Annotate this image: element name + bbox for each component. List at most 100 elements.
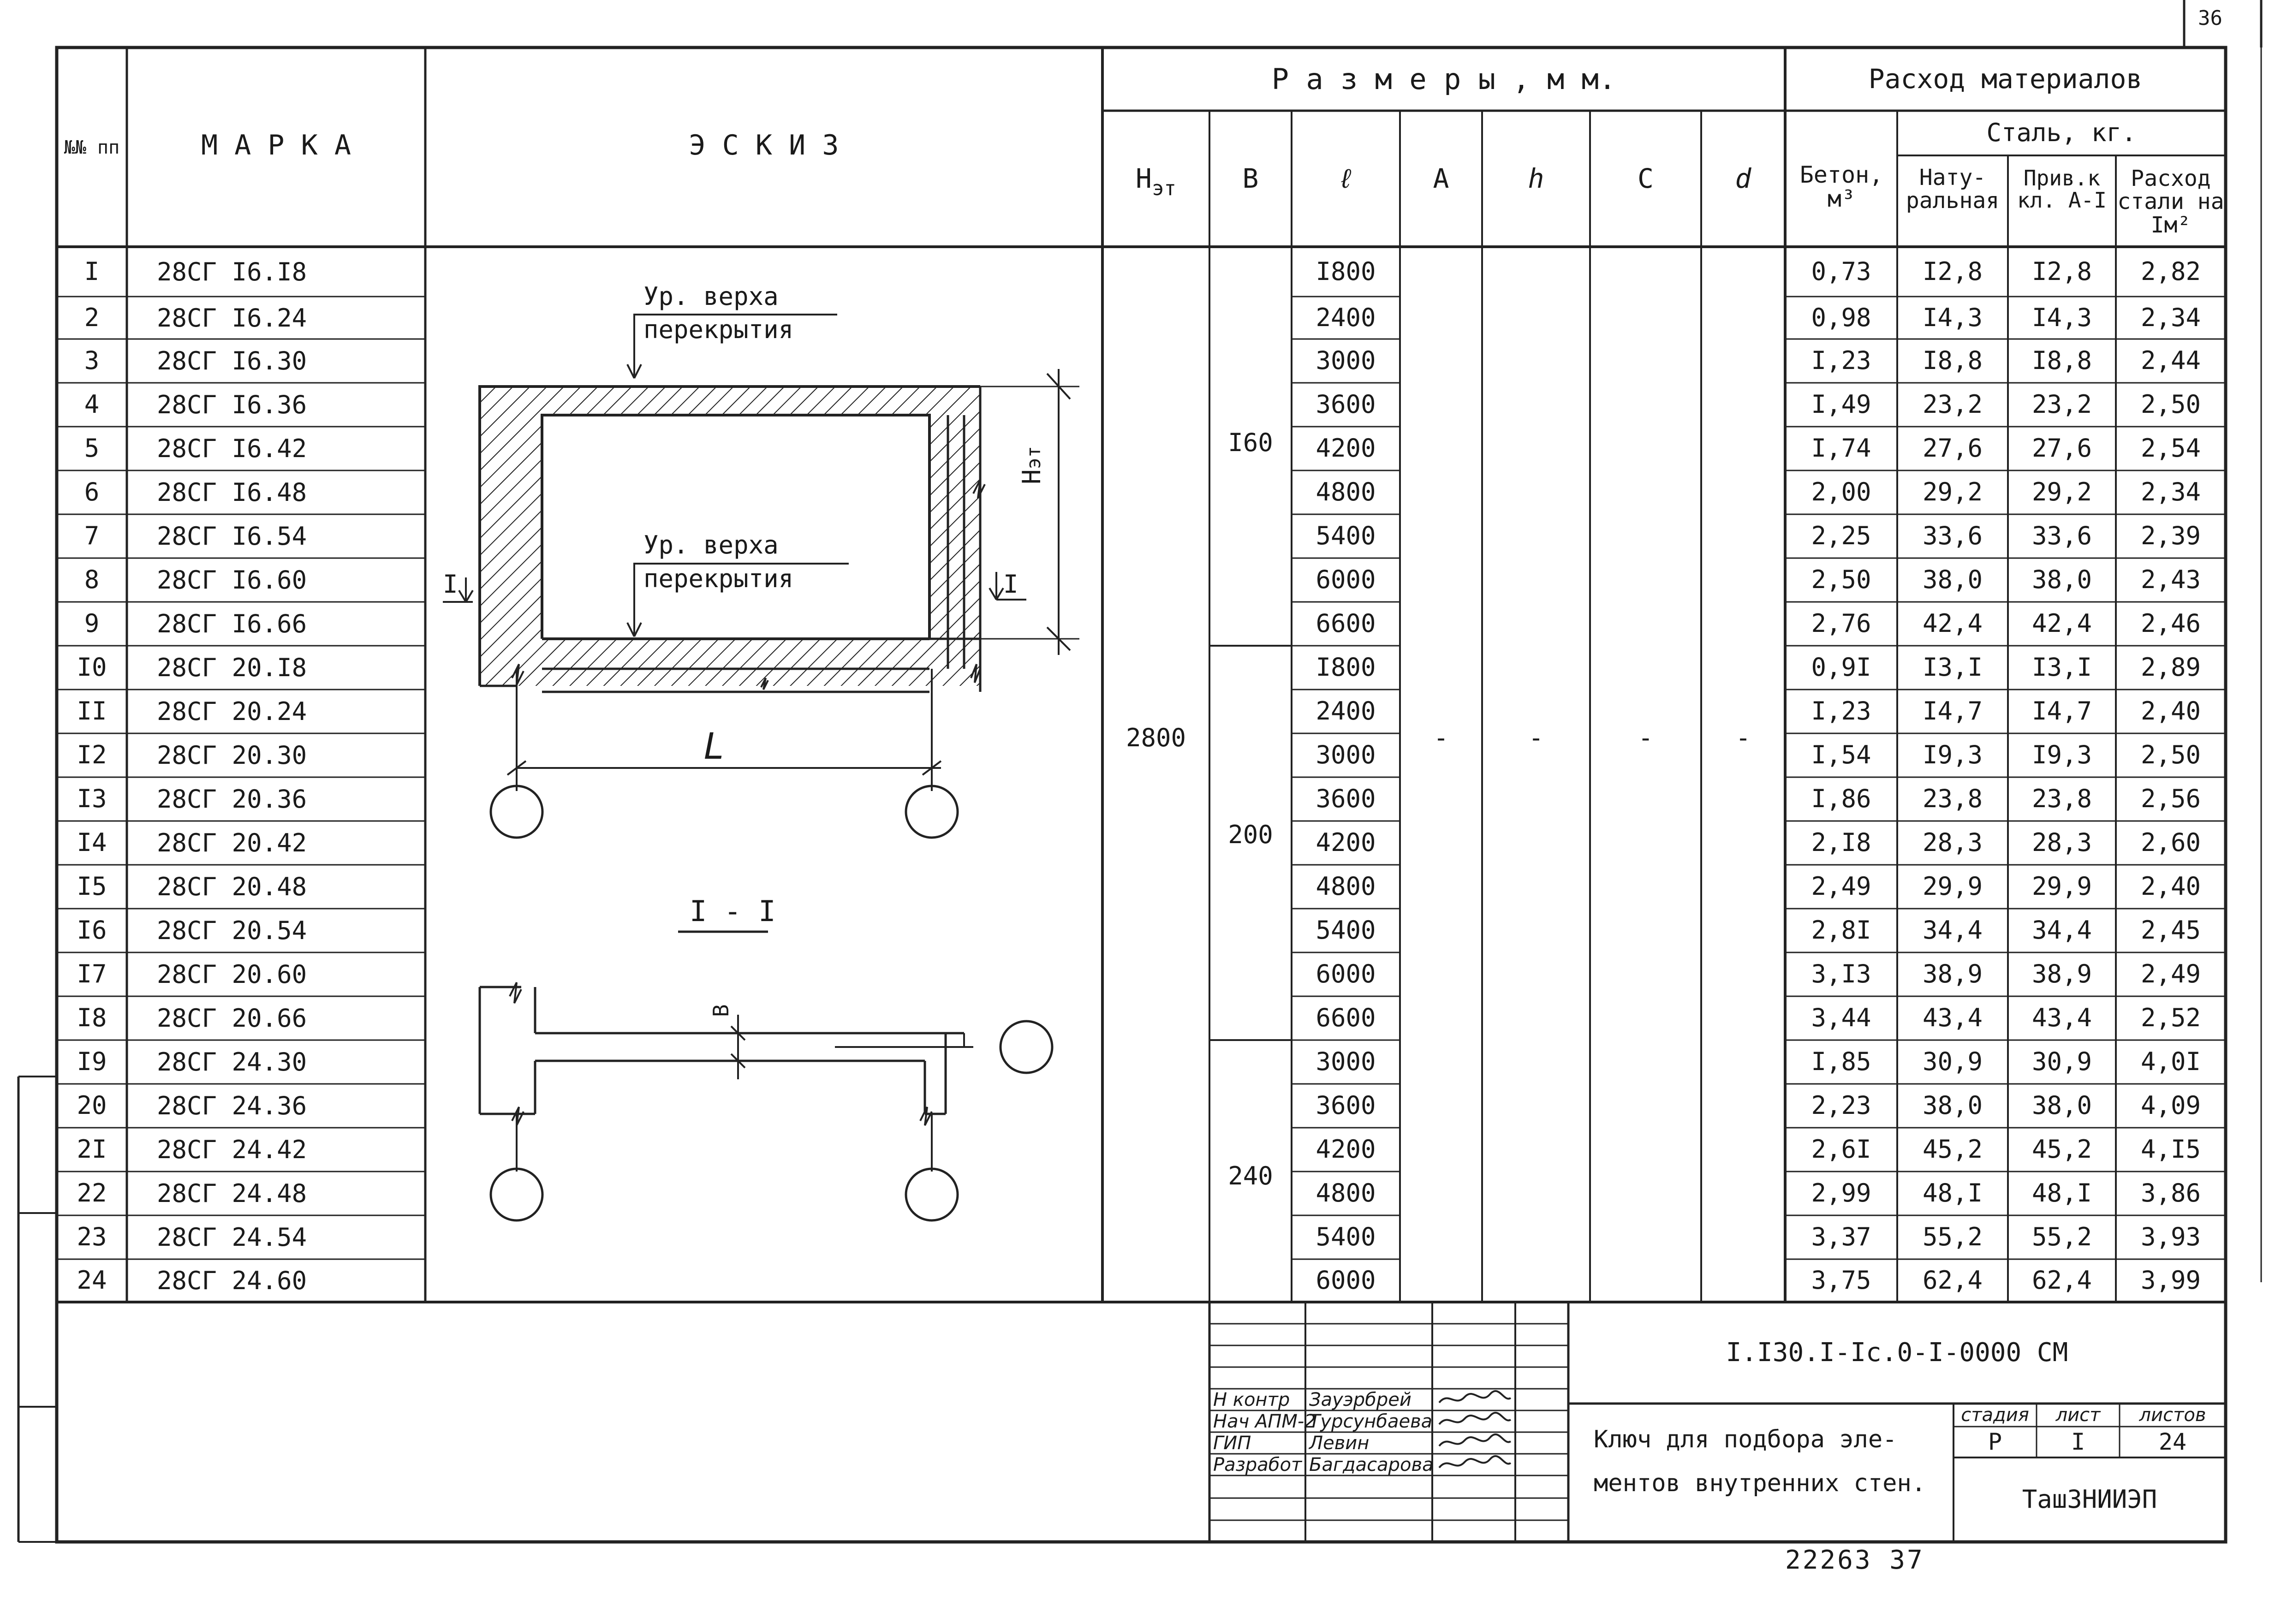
het-dimension-label: Нэт [1017, 446, 1046, 484]
sketch-label-top-2: перекрытия [643, 315, 794, 344]
row-num: II [77, 696, 107, 726]
row-l: 6000 [1316, 959, 1376, 989]
stage-value: Р [1988, 1428, 2002, 1456]
row-num: I8 [77, 1003, 107, 1033]
row-l: 4200 [1316, 1135, 1376, 1164]
row-marka: 28СГ 24.48 [157, 1179, 307, 1208]
row-reduced: 42,4 [2031, 609, 2092, 638]
row-natural: 38,9 [1922, 959, 1983, 989]
row-steel-m2: 3,93 [2140, 1222, 2201, 1252]
row-marka: 28СГ 20.60 [157, 960, 307, 989]
row-natural: 29,9 [1922, 872, 1983, 901]
row-l: 2400 [1316, 696, 1376, 726]
sketch-section [478, 930, 1054, 1222]
row-reduced: I3,I [2031, 653, 2092, 682]
row-natural: 23,2 [1922, 390, 1983, 419]
row-marka: 28СГ 20.36 [157, 785, 307, 814]
header-marka: М А Р К А [201, 129, 351, 161]
row-marka: 28СГ 20.I8 [157, 653, 307, 682]
row-reduced: 33,6 [2031, 521, 2092, 551]
row-natural: 27,6 [1922, 434, 1983, 463]
row-l: 4800 [1316, 477, 1376, 507]
row-natural: 30,9 [1922, 1047, 1983, 1077]
row-concrete: I,85 [1811, 1047, 1871, 1077]
row-natural: 29,2 [1922, 477, 1983, 507]
dash-c: - [1638, 723, 1653, 752]
signature-icon [1438, 1390, 1512, 1404]
row-reduced: 38,9 [2031, 959, 2092, 989]
row-natural: 38,0 [1922, 565, 1983, 595]
row-steel-m2: 2,46 [2140, 609, 2201, 638]
header-sizes: Р а з м е р ы , м м. [1271, 62, 1616, 96]
row-natural: 55,2 [1922, 1222, 1983, 1252]
stamp-name: Турсунбаева [1309, 1411, 1433, 1432]
corner-sheet-number: 36 [2198, 6, 2222, 30]
row-natural: I2,8 [1922, 256, 1983, 286]
row-l: 4800 [1316, 1178, 1376, 1208]
doc-code: I.I30.I-Iс.0-I-0000 СМ [1726, 1337, 2068, 1368]
row-marka: 28СГ 24.60 [157, 1266, 307, 1295]
row-steel-m2: 2,50 [2140, 390, 2201, 419]
header-col-b: В [1242, 163, 1259, 195]
header-col-h: h [1528, 163, 1544, 195]
row-natural: I9,3 [1922, 740, 1983, 770]
row-steel-m2: 2,50 [2140, 740, 2201, 770]
row-l: 5400 [1316, 521, 1376, 551]
stamp-role: Н контр [1213, 1389, 1290, 1410]
row-reduced: 38,0 [2031, 1091, 2092, 1120]
stamp-role: Нач АПМ-2 [1213, 1411, 1316, 1432]
row-concrete: 2,00 [1811, 477, 1871, 507]
row-l: 4200 [1316, 828, 1376, 857]
stage-label: стадия [1961, 1404, 2029, 1426]
row-reduced: 43,4 [2031, 1003, 2092, 1033]
row-concrete: 0,98 [1811, 303, 1871, 332]
stamp-name: Зауэрбрей [1309, 1389, 1412, 1410]
row-reduced: 48,I [2031, 1178, 2092, 1208]
row-reduced: 34,4 [2031, 916, 2092, 945]
sheet-label: лист [2055, 1404, 2101, 1426]
row-concrete: 2,8I [1811, 916, 1871, 945]
signature-icon [1438, 1455, 1512, 1469]
row-num: 4 [84, 390, 100, 419]
row-marka: 28СГ I6.48 [157, 478, 307, 507]
row-l: 6000 [1316, 565, 1376, 595]
row-marka: 28СГ 24.54 [157, 1223, 307, 1252]
row-num: 8 [84, 565, 100, 595]
row-marka: 28СГ 20.30 [157, 741, 307, 770]
row-marka: 28СГ 24.30 [157, 1047, 307, 1077]
row-steel-m2: 2,52 [2140, 1003, 2201, 1033]
row-concrete: 2,I8 [1811, 828, 1871, 857]
organization: ТашЗНИИЭП [2022, 1485, 2157, 1514]
row-l: 3000 [1316, 1047, 1376, 1077]
row-reduced: 23,8 [2031, 784, 2092, 814]
doc-title-line2: ментов внутренних стен. [1594, 1469, 1926, 1497]
row-concrete: 2,49 [1811, 872, 1871, 901]
row-natural: I4,7 [1922, 696, 1983, 726]
row-steel-m2: 4,I5 [2140, 1135, 2201, 1164]
header-eskiz: Э С К И З [689, 129, 839, 161]
sketch-label-mid-2: перекрытия [643, 564, 794, 593]
row-reduced: 28,3 [2031, 828, 2092, 857]
header-col-steel-m2: Расход стали на Iм² [2117, 165, 2224, 238]
section-mark-left: I [443, 570, 458, 599]
row-reduced: I8,8 [2031, 346, 2092, 375]
row-l: 5400 [1316, 916, 1376, 945]
row-natural: 62,4 [1922, 1266, 1983, 1295]
row-num: I9 [77, 1047, 107, 1077]
row-num: 24 [77, 1266, 107, 1295]
row-marka: 28СГ 20.42 [157, 828, 307, 857]
row-l: 4200 [1316, 434, 1376, 463]
row-steel-m2: 4,0I [2140, 1047, 2201, 1077]
row-num: 3 [84, 346, 100, 375]
row-concrete: 3,37 [1811, 1222, 1871, 1252]
row-natural: 42,4 [1922, 609, 1983, 638]
row-steel-m2: 2,60 [2140, 828, 2201, 857]
row-num: I6 [77, 916, 107, 945]
b-dimension-label: В [709, 1004, 733, 1017]
row-steel-m2: 2,45 [2140, 916, 2201, 945]
row-num: I2 [77, 740, 107, 770]
row-num: 2I [77, 1135, 107, 1164]
header-col-l: ℓ [1338, 163, 1354, 195]
